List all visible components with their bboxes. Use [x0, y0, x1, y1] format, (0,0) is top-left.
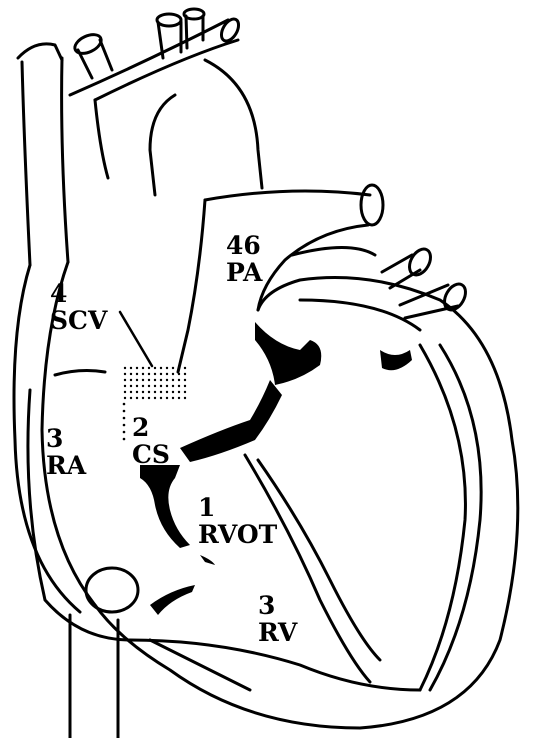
- rvot-value: 1: [198, 494, 277, 521]
- cs-value: 2: [132, 414, 170, 441]
- scv-pointer-line: [120, 312, 152, 366]
- stipple-dot: [124, 397, 126, 399]
- stipple-dot: [124, 367, 126, 369]
- stipple-dot: [160, 367, 162, 369]
- stipple-dot: [160, 385, 162, 387]
- stipple-dot: [160, 379, 162, 381]
- stipple-dot: [123, 438, 126, 441]
- stipple-dot: [130, 385, 132, 387]
- ra-value: 3: [46, 425, 86, 452]
- stipple-dot: [172, 379, 174, 381]
- label-rv: 3 RV: [258, 592, 297, 646]
- stipple-dot: [123, 431, 126, 434]
- stipple-dot: [166, 367, 168, 369]
- stipple-dot: [184, 367, 186, 369]
- stipple-dot: [136, 391, 138, 393]
- stipple-dot: [136, 385, 138, 387]
- inferior-vena-cava: [70, 568, 138, 738]
- stipple-dot: [154, 391, 156, 393]
- stipple-dot: [123, 424, 126, 427]
- pa-name: PA: [226, 259, 262, 286]
- stipple-dot: [166, 397, 168, 399]
- stipple-dot: [166, 385, 168, 387]
- stipple-dot: [130, 379, 132, 381]
- stipple-dot: [136, 397, 138, 399]
- stipple-dot: [136, 367, 138, 369]
- stipple-dot: [184, 397, 186, 399]
- stipple-dot: [136, 373, 138, 375]
- stipple-dot: [166, 373, 168, 375]
- stipple-dot: [148, 379, 150, 381]
- stipple-dot: [148, 367, 150, 369]
- label-pa: 46 PA: [226, 232, 262, 286]
- stipple-dot: [136, 379, 138, 381]
- stipple-dot: [142, 391, 144, 393]
- stipple-dot: [154, 385, 156, 387]
- stipple-dot: [130, 373, 132, 375]
- stipple-dot: [178, 385, 180, 387]
- ra-name: RA: [46, 452, 86, 479]
- stipple-dot: [154, 397, 156, 399]
- stipple-dot: [148, 385, 150, 387]
- cs-name: CS: [132, 441, 170, 468]
- label-ra: 3 RA: [46, 425, 86, 479]
- stipple-dot: [154, 373, 156, 375]
- stipple-dot: [142, 367, 144, 369]
- stipple-dot: [178, 391, 180, 393]
- stipple-dot: [148, 397, 150, 399]
- label-cs: 2 CS: [132, 414, 170, 468]
- stipple-dot: [130, 391, 132, 393]
- stipple-dot: [172, 397, 174, 399]
- stipple-dot: [184, 379, 186, 381]
- stipple-dot: [130, 397, 132, 399]
- stipple-dot: [166, 379, 168, 381]
- stipple-dot: [160, 391, 162, 393]
- stipple-dot: [142, 397, 144, 399]
- stipple-dot: [178, 373, 180, 375]
- scv-name: SCV: [50, 307, 107, 334]
- stipple-dot: [130, 367, 132, 369]
- stipple-dot: [142, 379, 144, 381]
- stipple-dot: [142, 373, 144, 375]
- stipple-dot: [172, 373, 174, 375]
- stipple-dot: [166, 391, 168, 393]
- label-rvot: 1 RVOT: [198, 494, 277, 548]
- stipple-dot: [124, 373, 126, 375]
- stipple-dot: [154, 379, 156, 381]
- stipple-dot: [178, 367, 180, 369]
- stipple-dot: [124, 391, 126, 393]
- stipple-dot: [142, 385, 144, 387]
- stipple-dot: [172, 391, 174, 393]
- stipple-dot: [148, 391, 150, 393]
- stipple-dot: [172, 367, 174, 369]
- stipple-dot: [160, 373, 162, 375]
- stipple-dot: [184, 391, 186, 393]
- stipple-dot: [184, 373, 186, 375]
- stipple-dot: [123, 410, 126, 413]
- rv-name: RV: [258, 619, 297, 646]
- rvot-name: RVOT: [198, 521, 277, 548]
- stipple-dot: [124, 379, 126, 381]
- pa-value: 46: [226, 232, 262, 259]
- label-scv: 4 SCV: [50, 280, 107, 334]
- stipple-dot: [160, 397, 162, 399]
- stipple-dot: [124, 385, 126, 387]
- superior-vena-cava: [18, 44, 68, 265]
- stipple-dot: [154, 367, 156, 369]
- stipple-dot: [184, 385, 186, 387]
- stipple-dot: [172, 385, 174, 387]
- rv-value: 3: [258, 592, 297, 619]
- stipple-dot: [123, 403, 126, 406]
- stipple-dot: [178, 397, 180, 399]
- stipple-dot: [148, 373, 150, 375]
- stipple-dot: [178, 379, 180, 381]
- stipple-dot: [123, 417, 126, 420]
- scv-value: 4: [50, 280, 107, 307]
